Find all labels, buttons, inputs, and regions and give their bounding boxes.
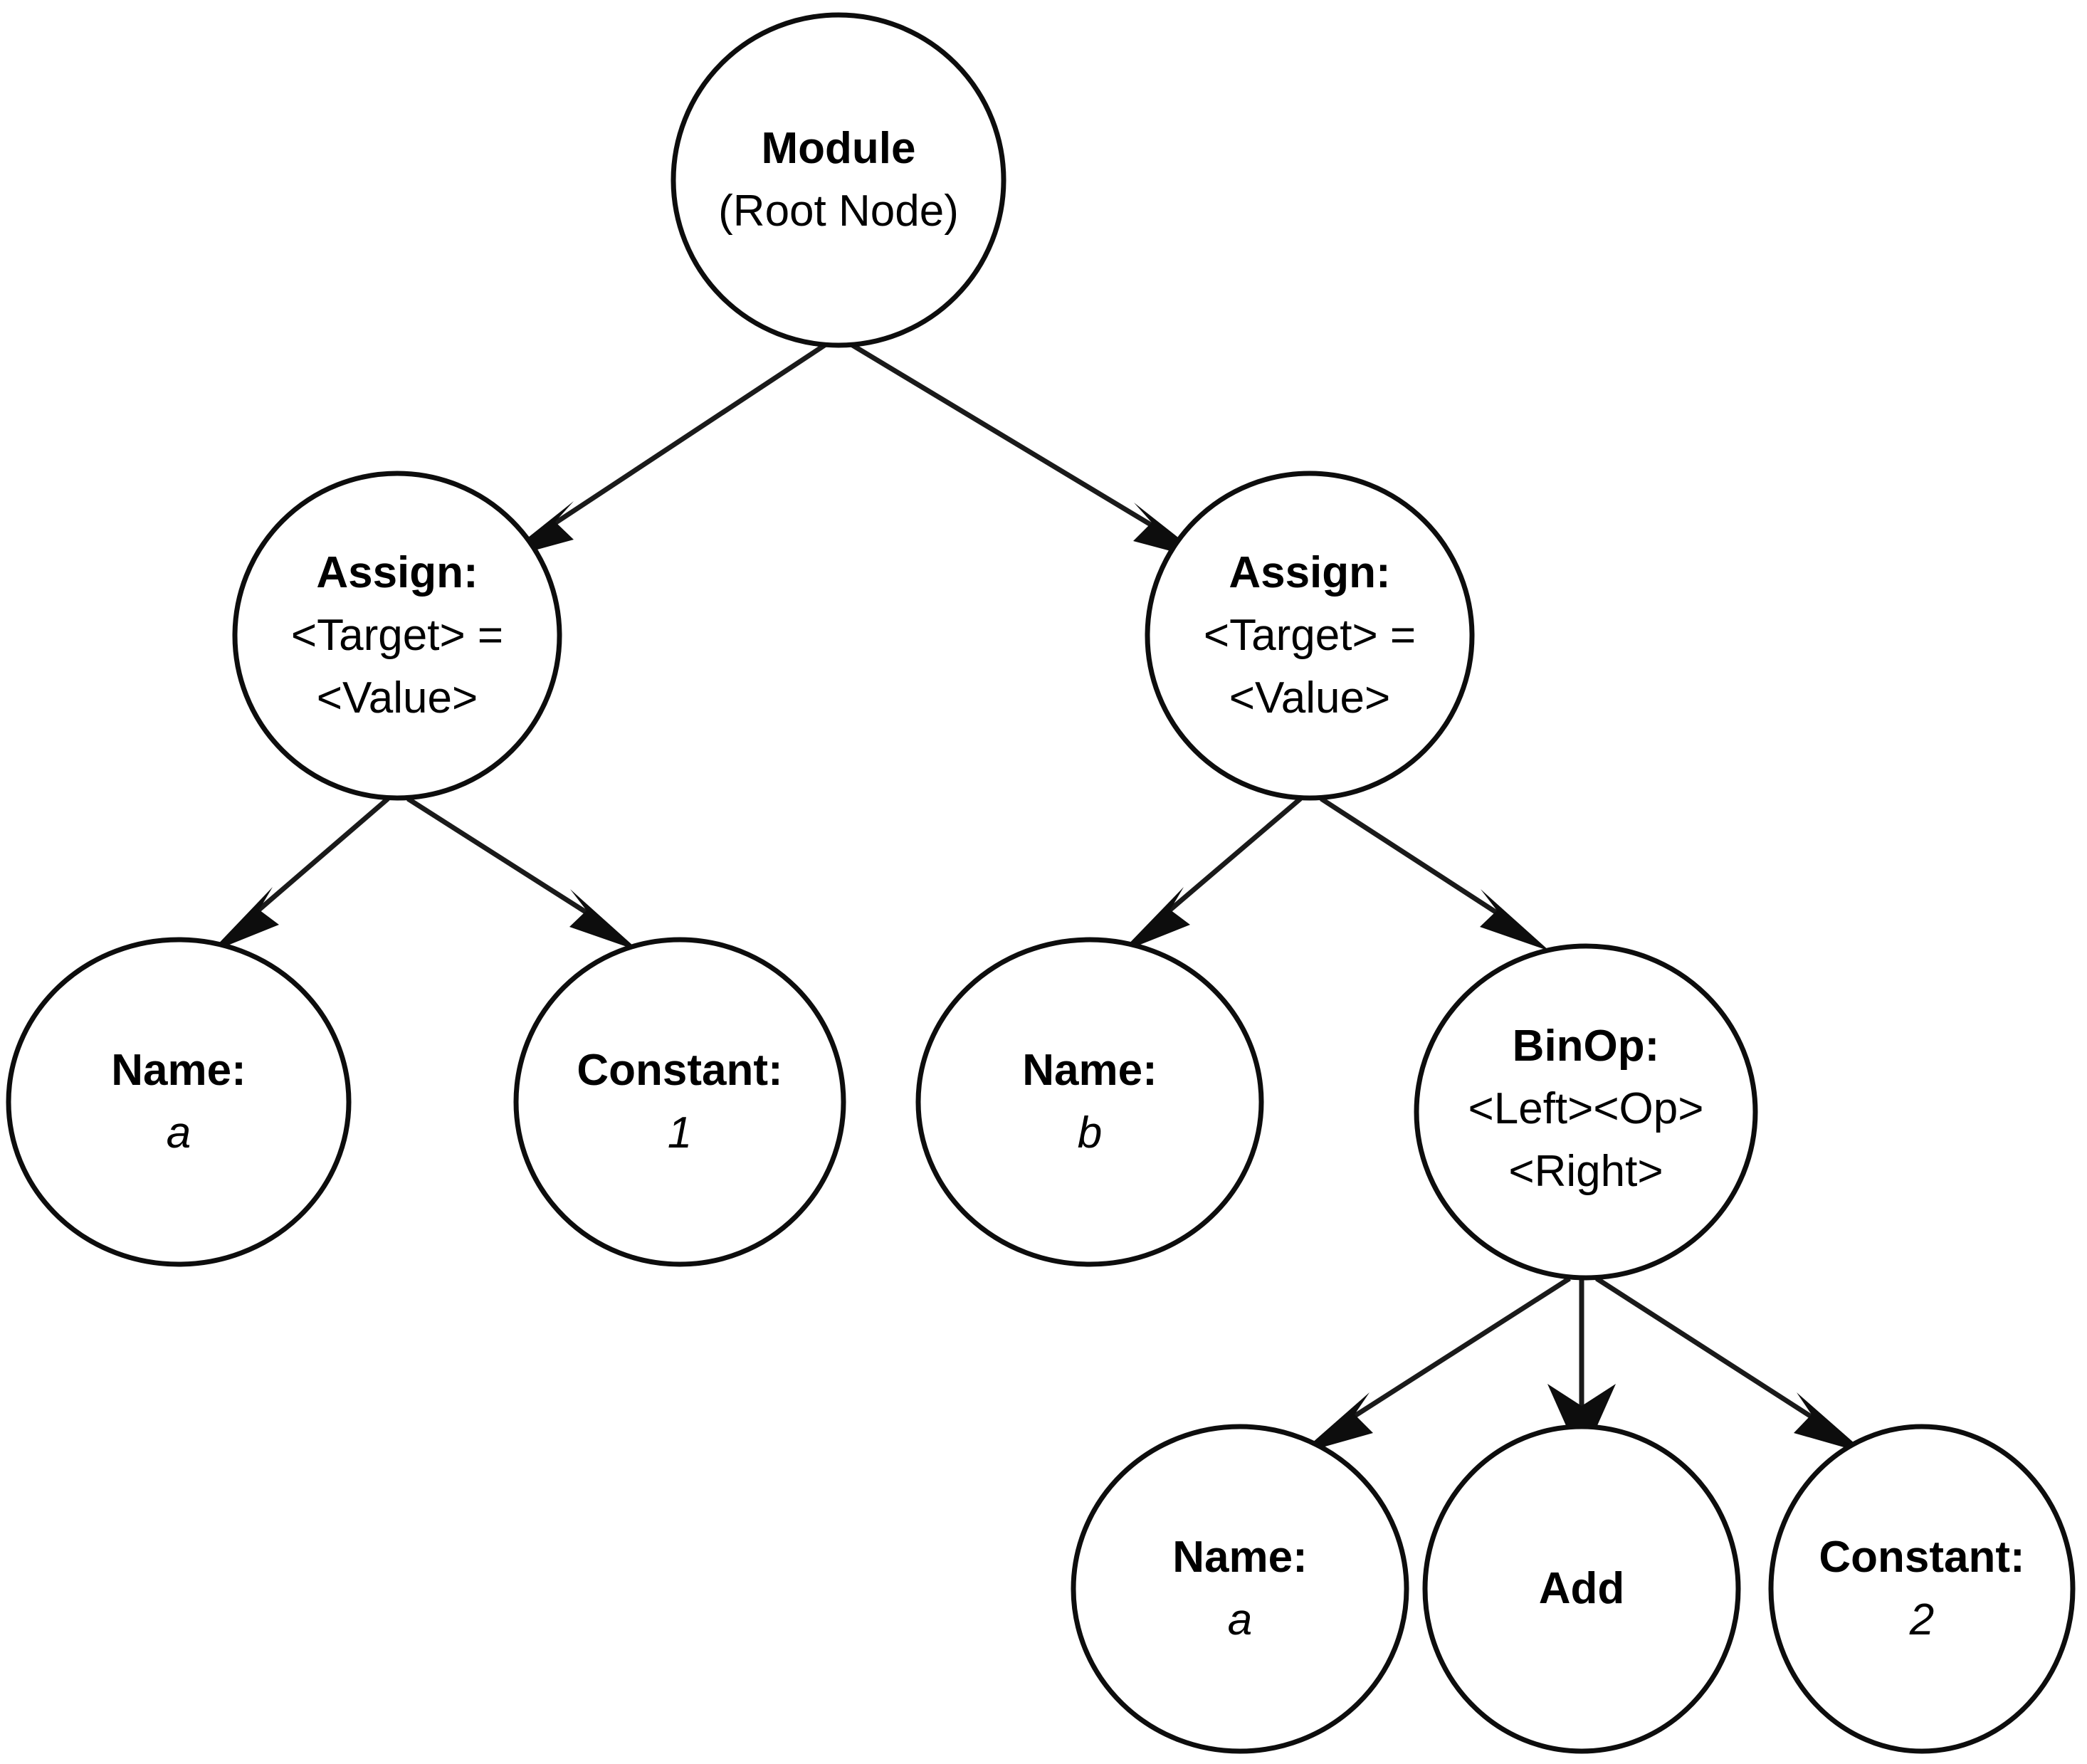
node-constant-2[interactable]	[1768, 1424, 2076, 1754]
edge-binop-to-name-a	[1300, 1276, 1571, 1454]
edge-assign-right-to-name-b	[1120, 797, 1303, 952]
edge-assign-left-to-name-a	[210, 797, 390, 952]
node-add[interactable]	[1422, 1424, 1741, 1754]
edge-group	[210, 342, 1866, 1461]
node-module[interactable]	[671, 12, 1006, 348]
edge-binop-to-add	[1547, 1277, 1616, 1461]
edge-binop-to-constant-2	[1595, 1276, 1866, 1454]
node-group	[6, 12, 2076, 1754]
node-binop[interactable]	[1414, 943, 1758, 1281]
node-constant-1[interactable]	[513, 937, 846, 1267]
edge-assign-right-to-binop	[1320, 797, 1550, 951]
edge-module-to-assign-right	[850, 342, 1208, 561]
node-name-b[interactable]	[915, 937, 1264, 1267]
node-assign-right[interactable]	[1145, 471, 1475, 801]
node-name-a-2[interactable]	[1071, 1424, 1409, 1754]
edge-module-to-assign-left	[500, 342, 827, 560]
node-assign-left[interactable]	[232, 471, 562, 801]
node-name-a-1[interactable]	[6, 937, 352, 1267]
edge-assign-left-to-constant-1	[406, 797, 639, 951]
